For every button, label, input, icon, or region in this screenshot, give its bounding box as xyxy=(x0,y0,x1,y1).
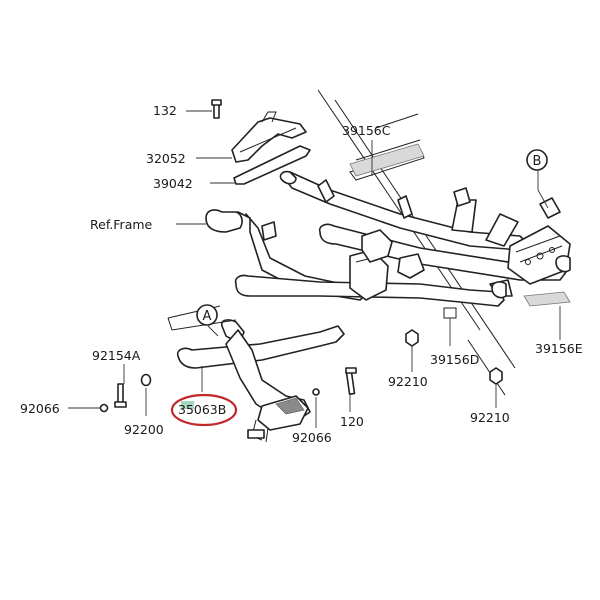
washer-92066-bottom xyxy=(312,388,320,396)
bolt-92154a xyxy=(114,383,127,408)
label-92210-left: 92210 xyxy=(388,374,428,389)
strap-39042 xyxy=(233,145,311,185)
label-92154a: 92154A xyxy=(92,348,141,363)
label-39156c: 39156C xyxy=(342,123,391,138)
label-ref-frame: Ref.Frame xyxy=(90,217,153,232)
label-92066-left: 92066 xyxy=(20,401,60,416)
subframe-35063b xyxy=(176,319,345,443)
washer-92066-left xyxy=(99,403,109,413)
highlight-ring xyxy=(170,393,238,427)
highlight-mark xyxy=(181,401,194,409)
label-92066-bottom: 92066 xyxy=(292,430,332,445)
nut-92210-left xyxy=(405,329,419,347)
label-39156d: 39156D xyxy=(430,352,479,367)
label-32052: 32052 xyxy=(146,151,186,166)
washer-92200 xyxy=(140,373,152,387)
top-bracket-assembly xyxy=(211,99,311,185)
part-labels: 132 32052 39042 Ref.Frame 39156C 92154A … xyxy=(20,103,583,445)
label-120: 120 xyxy=(340,414,364,429)
main-frame xyxy=(205,170,571,307)
label-132: 132 xyxy=(153,103,177,118)
label-39156e: 39156E xyxy=(535,341,583,356)
sticker-39156c xyxy=(349,143,425,177)
bolt-120 xyxy=(345,367,357,395)
nut-92210-right xyxy=(489,367,503,385)
sticker-39156e xyxy=(523,291,571,307)
fasteners xyxy=(99,329,503,413)
callout-b: B xyxy=(526,149,548,171)
callout-a: A xyxy=(196,304,218,326)
callout-a-letter: A xyxy=(203,309,212,324)
label-92200: 92200 xyxy=(124,422,164,437)
bolt-132 xyxy=(211,99,222,119)
label-35063b: 35063B xyxy=(178,402,226,417)
label-92210-right: 92210 xyxy=(470,410,510,425)
leader-lines xyxy=(68,110,561,428)
callout-b-letter: B xyxy=(533,154,542,169)
label-39042: 39042 xyxy=(153,176,193,191)
sticker-39156d xyxy=(443,307,457,319)
